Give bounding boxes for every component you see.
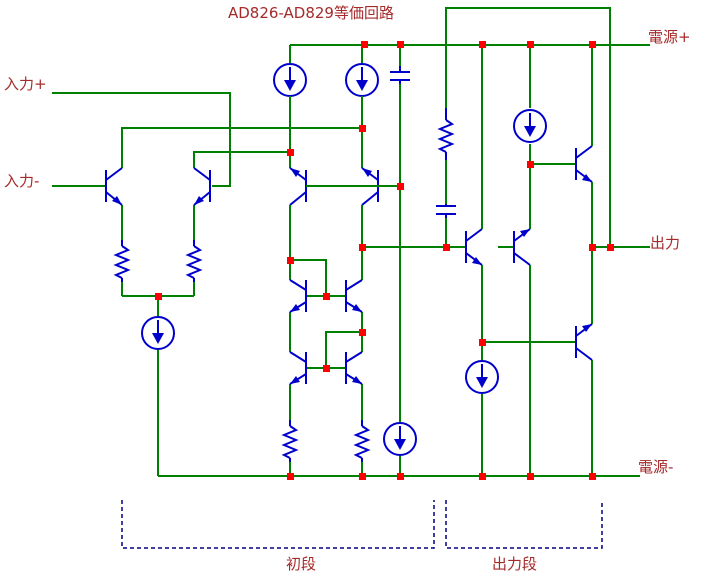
resistor-input-left <box>113 240 131 282</box>
output-transistor-lower <box>575 323 593 361</box>
current-source-tail <box>141 316 175 350</box>
current-source-output-lower <box>465 360 499 394</box>
label-vplus: 電源+ <box>648 28 691 46</box>
label-in-plus: 入力+ <box>4 75 47 93</box>
mirror-wiring <box>289 259 363 476</box>
label-vminus: 電源- <box>638 458 673 476</box>
output-driver-transistor-right <box>513 228 531 266</box>
label-first-stage: 初段 <box>286 555 316 573</box>
output-stage-bracket <box>445 500 603 549</box>
input-transistor-left <box>105 167 123 206</box>
input-wiring <box>52 92 362 476</box>
label-output-stage: 出力段 <box>492 555 537 573</box>
resistor-input-right <box>185 240 203 282</box>
output-stage-wiring <box>445 7 650 476</box>
cascode-bias-wiring <box>289 185 446 280</box>
mirror-transistor-lower-left <box>289 351 307 385</box>
first-stage-bracket <box>121 500 435 549</box>
junction-dots <box>155 41 614 480</box>
mirror-transistor-upper-left <box>289 279 307 313</box>
output-transistor-upper <box>575 145 593 183</box>
capacitor-output-bias <box>436 204 456 218</box>
cascode-transistor-left <box>289 167 307 206</box>
diagram-title: AD826-AD829等価回路 <box>228 4 394 22</box>
current-source-top-right <box>345 45 379 168</box>
mirror-transistor-upper-right <box>345 279 363 313</box>
resistor-mirror-left <box>281 420 299 462</box>
resistor-output-bias <box>437 108 455 160</box>
label-in-minus: 入力- <box>4 172 39 190</box>
label-output: 出力 <box>650 234 680 252</box>
output-driver-transistor-left <box>465 228 483 266</box>
input-transistor-right <box>193 167 211 206</box>
capacitor-compensation <box>390 66 410 84</box>
current-source-output-upper <box>513 109 547 143</box>
resistor-mirror-right <box>353 420 371 462</box>
mirror-transistor-lower-right <box>345 351 363 385</box>
current-source-bias <box>383 422 417 456</box>
